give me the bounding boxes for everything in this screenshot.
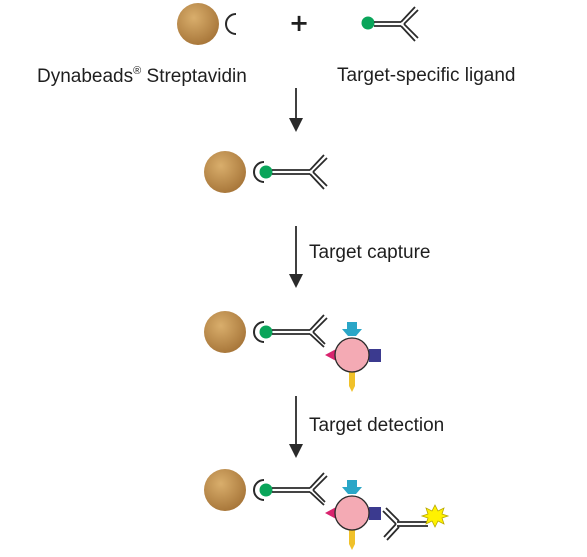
streptavidin-bead: [177, 3, 237, 45]
step-label-capture: Target capture: [309, 242, 431, 263]
bead-label-name: Dynabeads: [37, 66, 134, 87]
arrow-step-1: [289, 88, 303, 132]
arrow-target-capture: [289, 226, 303, 288]
ligand-label: Target-specific ligand: [337, 65, 516, 86]
target-specific-ligand-icon: [361, 6, 419, 42]
registered-mark: ®: [133, 65, 142, 77]
bead-label: Dynabeads® Streptavidin: [37, 65, 247, 87]
target-antigen-icon: [325, 322, 381, 392]
target-antigen-icon: [325, 480, 381, 550]
arrow-target-detection: [289, 396, 303, 458]
step-label-detection: Target detection: [309, 415, 445, 436]
captured-target-complex: [204, 311, 381, 392]
signal-star-icon: [420, 504, 450, 528]
plus-sign: +: [289, 9, 310, 37]
bead-label-suffix: Streptavidin: [146, 66, 247, 87]
bead-ligand-complex: [204, 151, 328, 193]
detection-complex: [204, 469, 450, 550]
detection-antibody-icon: [382, 507, 428, 541]
